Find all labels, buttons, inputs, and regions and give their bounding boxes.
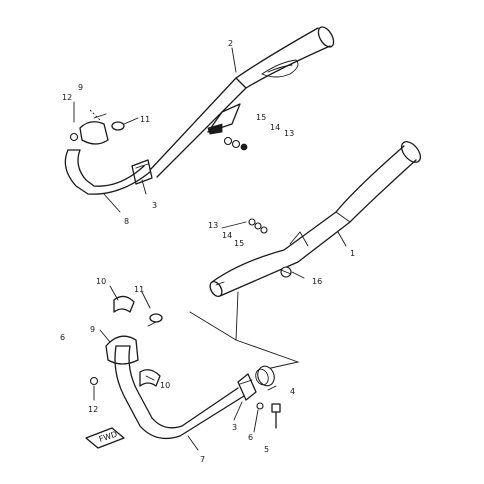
- callout-9-upper: 9: [78, 83, 83, 92]
- upper-muffler: [149, 26, 335, 178]
- lower-clamp: [237, 373, 257, 401]
- callout-4: 4: [290, 387, 295, 396]
- upper-exhaust-pipe: [64, 149, 151, 195]
- callout-15-lower: 15: [234, 239, 244, 248]
- callout-11-upper: 11: [140, 115, 150, 124]
- callout-10-lower: 10: [160, 381, 170, 390]
- callout-13-lower: 13: [208, 221, 218, 230]
- callout-16: 16: [312, 277, 322, 286]
- callout-9-lower: 9: [90, 325, 95, 334]
- callout-12-upper: 12: [62, 93, 72, 102]
- callout-7: 7: [200, 455, 205, 464]
- callout-8: 8: [124, 217, 129, 226]
- lower-bolt-washer: [256, 402, 281, 429]
- lower-collar: [255, 365, 275, 387]
- callout-11-lower: 11: [134, 285, 144, 294]
- lower-muffler: [209, 141, 422, 298]
- upper-mount-hardware: [223, 136, 248, 151]
- callout-3-upper: 3: [152, 201, 157, 210]
- callout-5: 5: [264, 445, 269, 454]
- lower-exhaust-pipe: [114, 345, 245, 440]
- callout-14-lower: 14: [222, 231, 232, 240]
- lower-flange-assembly: [89, 295, 163, 387]
- callout-2: 2: [228, 39, 233, 48]
- callout-1: 1: [350, 249, 355, 258]
- lower-mount-hardware: [248, 218, 292, 278]
- callout-3-lower: 3: [232, 423, 237, 432]
- callout-6-lower: 6: [248, 433, 253, 442]
- upper-clamp: [131, 159, 153, 185]
- callout-10-upper: 10: [96, 277, 106, 286]
- callout-leaders: [73, 47, 347, 451]
- callout-6-left: 6: [60, 333, 65, 342]
- callout-14-upper: 14: [270, 123, 280, 132]
- callout-12-lower: 12: [88, 405, 98, 414]
- callout-15-upper: 15: [256, 113, 266, 122]
- callout-13-upper: 13: [284, 129, 294, 138]
- upper-flange-assembly: [69, 109, 125, 145]
- assembly-leader-lines: [189, 291, 300, 371]
- forward-direction-badge: FWD: [85, 427, 125, 449]
